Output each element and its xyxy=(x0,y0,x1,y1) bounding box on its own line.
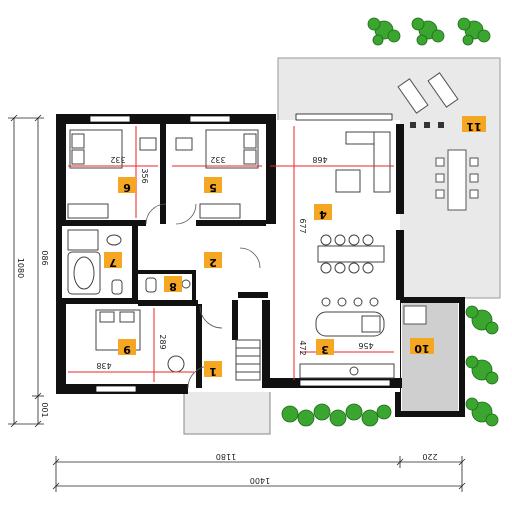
kitchen-counter-icon xyxy=(299,363,395,379)
overall-dimension-lines-left xyxy=(8,114,44,428)
tree-icons-right xyxy=(465,305,499,427)
shower-icon xyxy=(67,229,99,251)
dim-room-3-depth: 472 xyxy=(298,340,307,355)
room-number-3: 3 xyxy=(321,343,329,356)
dim-overall-total: 1400 xyxy=(250,476,270,485)
room-label-9: 9 xyxy=(118,339,136,356)
sink-icon-room-8 xyxy=(181,279,191,289)
room-dimension-lines xyxy=(68,126,394,382)
room-label-5: 5 xyxy=(204,177,222,194)
toilet-icon-room-7 xyxy=(111,279,123,295)
pergola-posts xyxy=(410,122,444,128)
dining-table-icon xyxy=(317,234,385,274)
dim-room-3-width: 456 xyxy=(358,341,373,350)
coffee-table-icon xyxy=(335,169,361,193)
wardrobe-icon-room-6 xyxy=(67,203,109,219)
garage-stair-icon xyxy=(403,305,427,325)
dim-overall-terrace: 220 xyxy=(422,452,437,461)
room-label-10: 10 xyxy=(410,338,434,355)
room-label-4: 4 xyxy=(314,204,332,221)
tree-icons-top xyxy=(367,17,491,46)
armchair-icon-room-9 xyxy=(167,355,185,373)
kitchen-island-icon xyxy=(315,297,385,337)
dim-room-5-width: 332 xyxy=(210,155,225,164)
dim-overall-left-small: 001 xyxy=(40,402,49,417)
room-label-7: 7 xyxy=(104,252,122,269)
room-number-2: 2 xyxy=(209,256,217,269)
room-number-7: 7 xyxy=(109,256,117,269)
kitchen-sink-icon xyxy=(349,366,359,376)
dim-overall-main: 1180 xyxy=(216,452,236,461)
staircase-icon xyxy=(235,339,261,381)
dim-room-6-width: 332 xyxy=(110,155,125,164)
interior-walls xyxy=(62,124,268,388)
dim-room-6-depth: 356 xyxy=(140,168,149,183)
room-label-1: 1 xyxy=(204,361,222,378)
room-number-8: 8 xyxy=(169,280,177,293)
room-number-1: 1 xyxy=(209,365,217,378)
hedge-icons-bottom xyxy=(281,403,392,427)
windows xyxy=(89,113,393,393)
bed-icon-room-5 xyxy=(205,129,259,169)
room-number-5: 5 xyxy=(209,181,217,194)
room-number-10: 10 xyxy=(414,342,430,355)
dim-room-9-depth: 289 xyxy=(158,334,167,349)
desk-icon-room-6 xyxy=(139,137,157,151)
room-label-11: 11 xyxy=(462,116,486,133)
wardrobe-icon-room-5 xyxy=(199,203,241,219)
room-number-6: 6 xyxy=(123,181,131,194)
room-number-9: 9 xyxy=(123,343,131,356)
bathtub-icon xyxy=(67,251,101,295)
room-dimension-labels: 332 356 332 468 677 472 456 438 289 xyxy=(96,155,373,370)
dim-room-9-width: 438 xyxy=(96,361,111,370)
room-label-8: 8 xyxy=(164,276,182,293)
dim-overall-left-total: 1080 xyxy=(16,258,25,278)
room-number-4: 4 xyxy=(319,208,327,221)
washbasin-icon xyxy=(106,234,122,246)
sofa-icon xyxy=(345,131,391,193)
dim-room-4-depth: 677 xyxy=(298,218,307,233)
dim-overall-left-main: 086 xyxy=(40,250,49,265)
dim-room-4-width: 468 xyxy=(312,155,327,164)
desk-icon-room-5 xyxy=(175,137,193,151)
room-label-3: 3 xyxy=(316,339,334,356)
room-label-6: 6 xyxy=(118,177,136,194)
overall-dimension-lines-bottom xyxy=(52,456,466,492)
bed-icon-room-6 xyxy=(69,129,123,169)
entrance-steps xyxy=(183,387,271,435)
terrace-dining-table-icon xyxy=(435,149,479,211)
room-number-11: 11 xyxy=(466,120,481,133)
toilet-icon-room-8 xyxy=(145,277,157,293)
room-label-2: 2 xyxy=(204,252,222,269)
sun-loungers-icon xyxy=(397,72,459,114)
